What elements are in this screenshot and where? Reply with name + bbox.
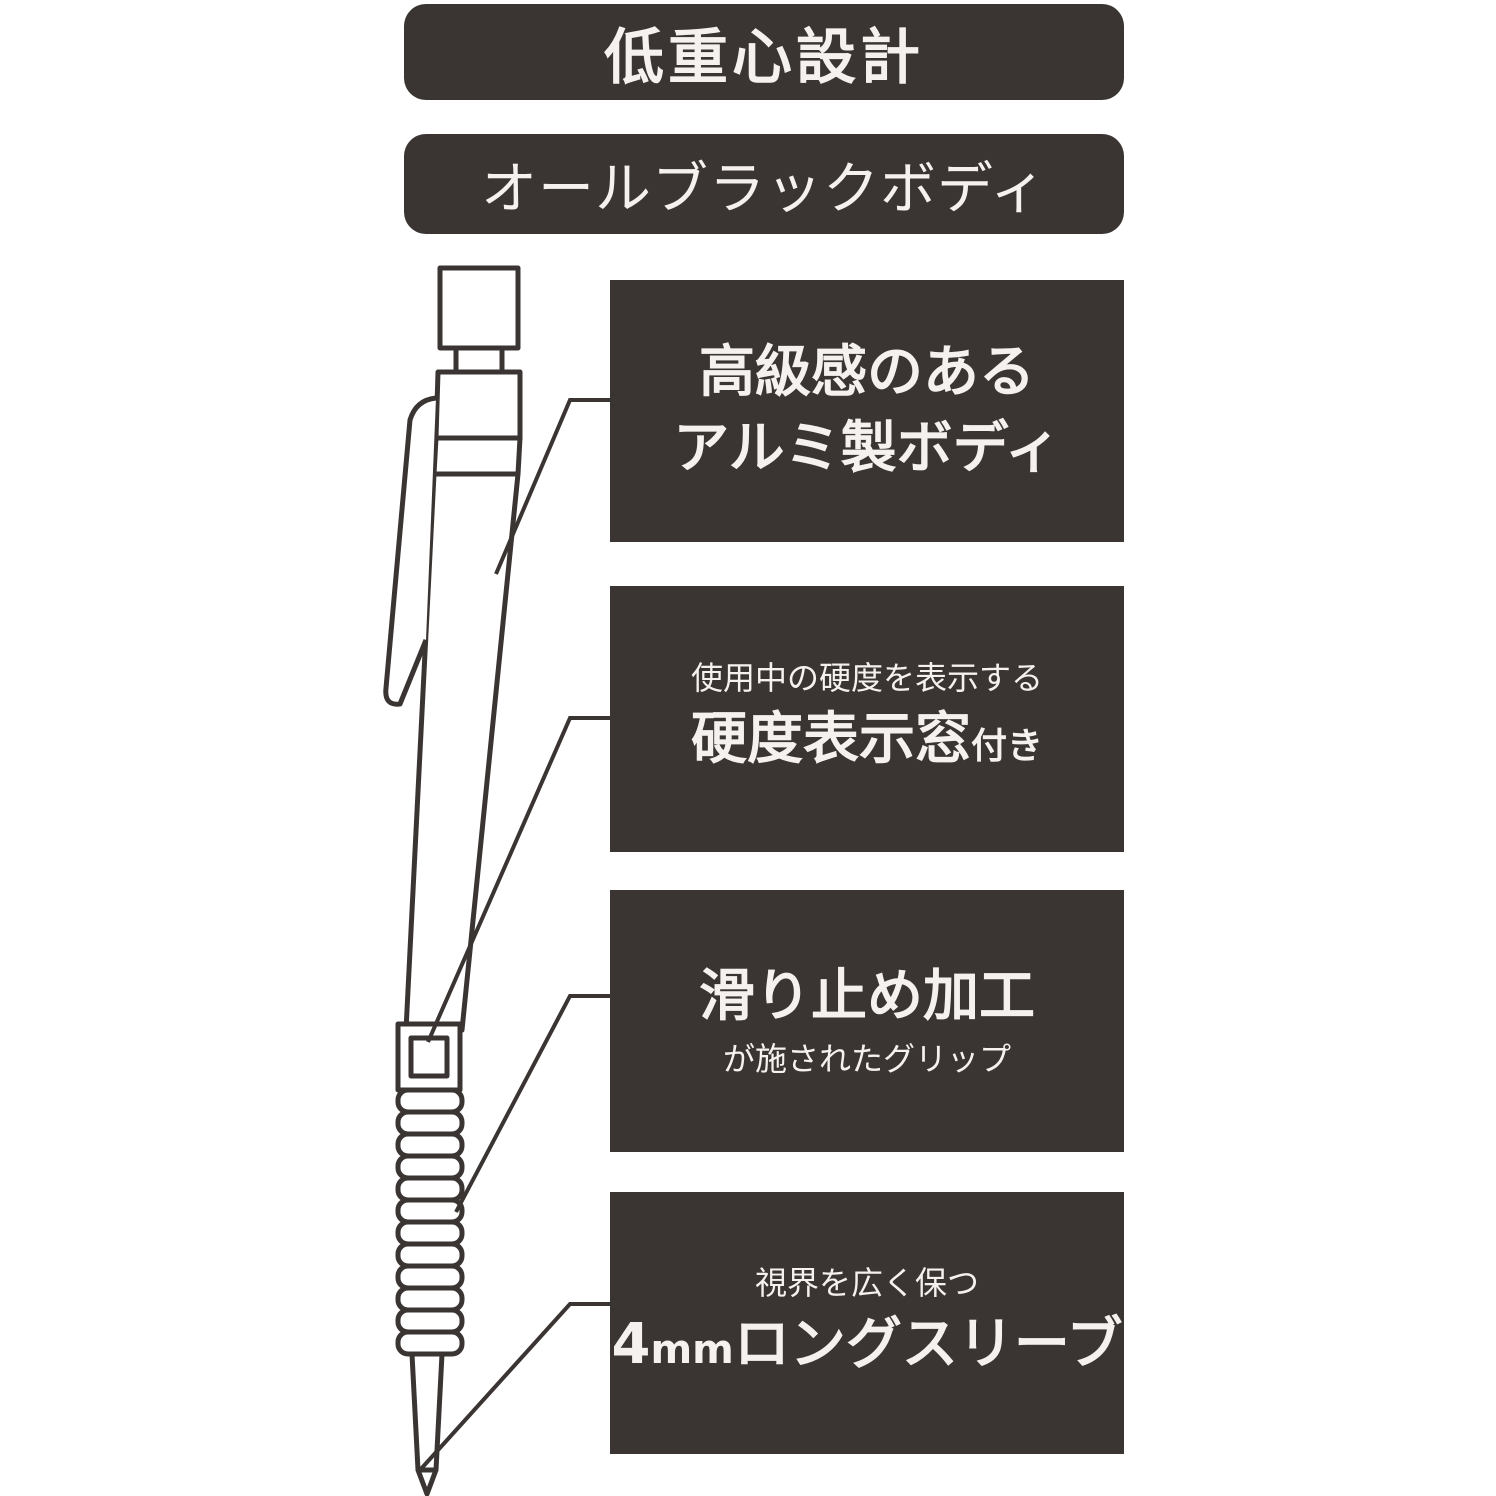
pencil-clip	[383, 395, 437, 707]
feature-4-main-line: 4mmロングスリーブ	[612, 1307, 1123, 1388]
leader-line-sleeve	[418, 1302, 610, 1472]
pencil-tip	[415, 1467, 439, 1496]
feature-anti-slip-grip: 滑り止め加工 が施されたグリップ	[610, 890, 1124, 1152]
leader-line-body	[494, 398, 610, 575]
feature-aluminum-body: 高級感のある アルミ製ボディ	[610, 280, 1124, 542]
feature-4-text: ロングスリーブ	[733, 1311, 1123, 1377]
pencil-body-band	[431, 435, 523, 477]
feature-2-main-line: 硬度表示窓付き	[691, 702, 1043, 785]
feature-4-number: 4	[611, 1311, 651, 1377]
feature-3-sub: が施されたグリップ	[722, 1040, 1011, 1078]
feature-2-suffix: 付き	[970, 725, 1043, 767]
feature-4-lead: 視界を広く保つ	[754, 1263, 979, 1302]
feature-1-line-2: アルミ製ボディ	[673, 416, 1061, 481]
title-text: 低重心設計	[604, 22, 924, 93]
hardness-window	[408, 1035, 450, 1079]
pencil-cap	[437, 265, 521, 351]
feature-long-sleeve: 視界を広く保つ 4mmロングスリーブ	[610, 1192, 1124, 1454]
subtitle-text: オールブラックボディ	[480, 156, 1048, 222]
feature-hardness-window: 使用中の硬度を表示する 硬度表示窓付き	[610, 586, 1124, 852]
feature-3-main: 滑り止め加工	[699, 964, 1035, 1029]
feature-1-line-1: 高級感のある	[699, 340, 1035, 405]
leader-line-grip	[454, 994, 610, 1213]
pencil-grip	[395, 1087, 465, 1357]
pencil-cap-joint	[453, 345, 505, 375]
pencil-upper-body	[433, 369, 523, 441]
feature-2-lead: 使用中の硬度を表示する	[690, 658, 1043, 697]
title-banner: 低重心設計	[404, 4, 1124, 100]
subtitle-banner: オールブラックボディ	[404, 134, 1124, 234]
feature-2-main: 硬度表示窓	[690, 706, 971, 772]
feature-4-unit: mm	[650, 1326, 734, 1373]
leader-line-window	[426, 716, 610, 1043]
